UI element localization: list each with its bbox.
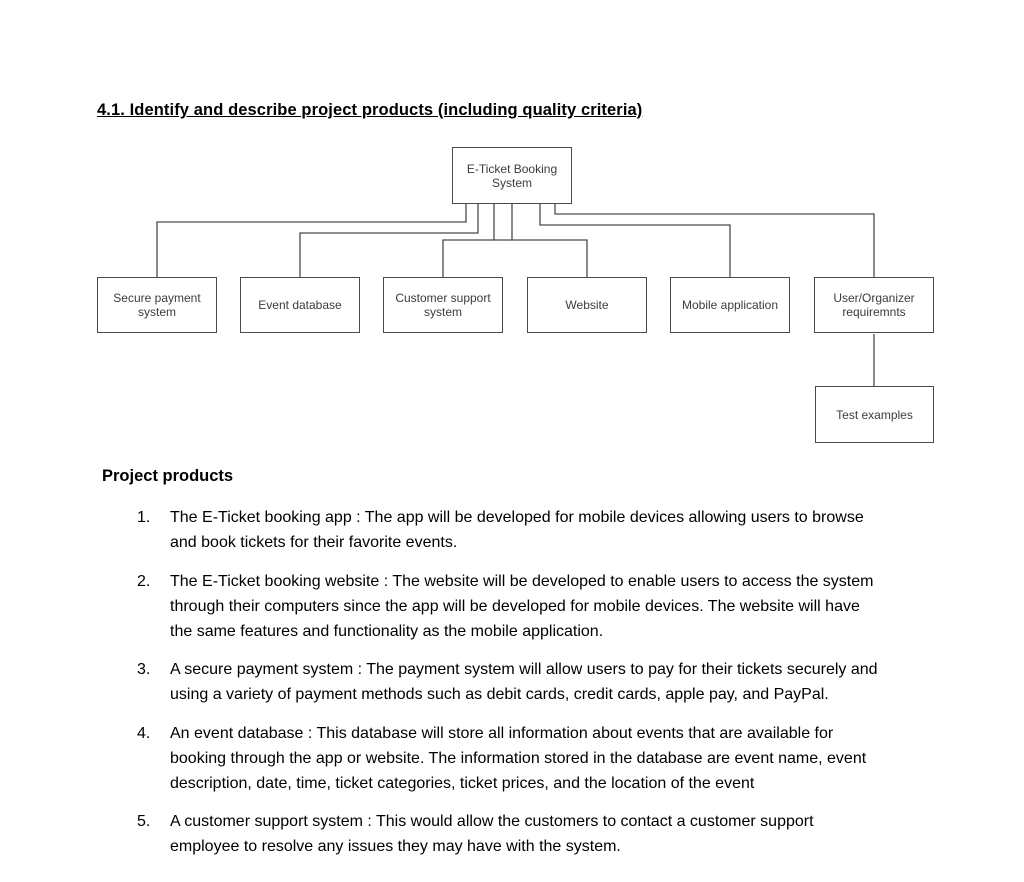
list-item-number: 1. bbox=[137, 509, 151, 526]
diagram-connector-lines bbox=[156, 204, 875, 386]
list-item-text: A customer support system : This would a… bbox=[170, 813, 814, 855]
project-products-list: 1. The E-Ticket booking app : The app wi… bbox=[137, 505, 937, 873]
diagram-node-root: E-Ticket Booking System bbox=[452, 147, 572, 204]
diagram-node-event-database: Event database bbox=[240, 277, 360, 333]
product-breakdown-diagram: E-Ticket Booking System Secure payment s… bbox=[97, 147, 934, 443]
list-item-number: 4. bbox=[137, 724, 151, 742]
list-item-text: The E-Ticket booking website : The websi… bbox=[170, 572, 874, 640]
list-item: 1. The E-Ticket booking app : The app wi… bbox=[137, 505, 937, 555]
diagram-node-test-examples: Test examples bbox=[815, 386, 934, 443]
diagram-node-user-organizer-requirements: User/Organizer requiremnts bbox=[814, 277, 934, 333]
diagram-node-secure-payment: Secure payment system bbox=[97, 277, 217, 333]
diagram-node-customer-support: Customer support system bbox=[383, 277, 503, 333]
diagram-node-mobile-application: Mobile application bbox=[670, 277, 790, 333]
list-item-number: 3. bbox=[137, 661, 151, 678]
list-item: 5. A customer support system : This woul… bbox=[137, 809, 937, 859]
list-item: 3. A secure payment system : The payment… bbox=[137, 657, 937, 707]
section-subheading: Project products bbox=[102, 467, 234, 485]
list-item: 2. The E-Ticket booking website : The we… bbox=[137, 569, 937, 644]
page-title: 4.1. Identify and describe project produ… bbox=[97, 101, 643, 119]
list-item-text: A secure payment system : The payment sy… bbox=[170, 661, 878, 703]
diagram-node-website: Website bbox=[527, 277, 647, 333]
list-item-number: 5. bbox=[137, 813, 151, 830]
list-item-text: An event database : This database will s… bbox=[170, 724, 867, 792]
list-item: 4. An event database : This database wil… bbox=[137, 721, 937, 796]
list-item-text: The E-Ticket booking app : The app will … bbox=[170, 509, 864, 551]
list-item-number: 2. bbox=[137, 572, 151, 590]
